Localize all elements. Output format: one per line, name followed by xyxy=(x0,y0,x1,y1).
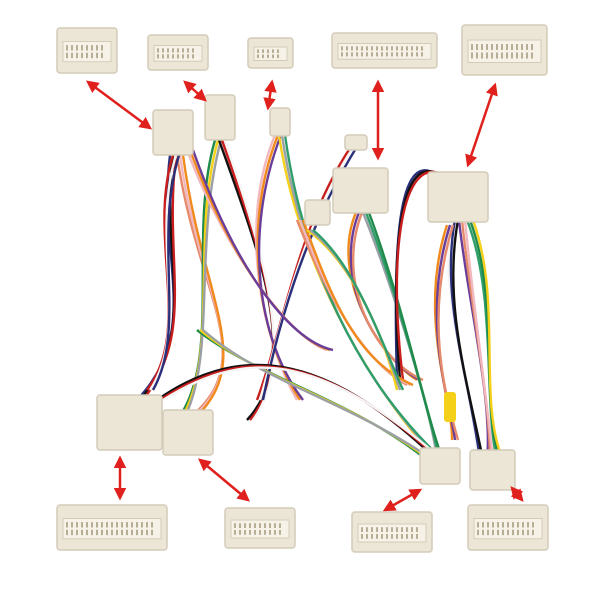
wire xyxy=(202,329,434,461)
red-arrow-icon xyxy=(465,82,498,168)
red-arrow-icon xyxy=(85,80,153,130)
connector-top-2 xyxy=(147,34,209,71)
plug-6 xyxy=(96,394,163,451)
connector-top-3 xyxy=(247,37,294,69)
wire xyxy=(463,219,495,461)
red-arrow-icon xyxy=(510,486,524,502)
plug-10 xyxy=(304,199,331,226)
wire xyxy=(181,139,223,421)
wire xyxy=(452,219,485,461)
wire xyxy=(309,229,402,391)
connector-top-5 xyxy=(461,24,548,76)
connector-bottom-1 xyxy=(56,504,168,551)
wire xyxy=(257,134,304,401)
connector-bottom-4 xyxy=(467,504,549,551)
connectors xyxy=(56,24,549,553)
wire xyxy=(352,209,424,382)
red-arrow-icon xyxy=(198,458,250,502)
red-arrow-icon xyxy=(263,79,277,111)
wire xyxy=(181,154,225,421)
wire-bundle xyxy=(136,134,505,461)
wire xyxy=(437,224,460,441)
plug-3 xyxy=(269,107,291,137)
wire xyxy=(366,209,445,461)
connector-bottom-3 xyxy=(351,511,433,553)
plug-9 xyxy=(469,449,516,491)
wire xyxy=(312,229,405,391)
plug-7 xyxy=(162,409,214,456)
red-arrow-icon xyxy=(183,80,207,102)
connector-top-4 xyxy=(331,32,438,69)
wire xyxy=(471,219,505,461)
wire xyxy=(162,366,444,461)
red-arrow-icon xyxy=(382,488,423,512)
plug-2 xyxy=(204,94,236,141)
plug-5 xyxy=(427,171,489,223)
arrows xyxy=(85,79,524,512)
plug-11 xyxy=(344,134,368,151)
plug-8 xyxy=(419,447,461,485)
connector-top-1 xyxy=(56,27,118,74)
rca-plug xyxy=(444,392,456,422)
wire xyxy=(151,154,181,391)
plug-4 xyxy=(332,167,389,214)
wire xyxy=(283,134,444,461)
wire xyxy=(191,149,334,352)
plug-1 xyxy=(152,109,194,156)
connector-bottom-2 xyxy=(224,507,296,549)
